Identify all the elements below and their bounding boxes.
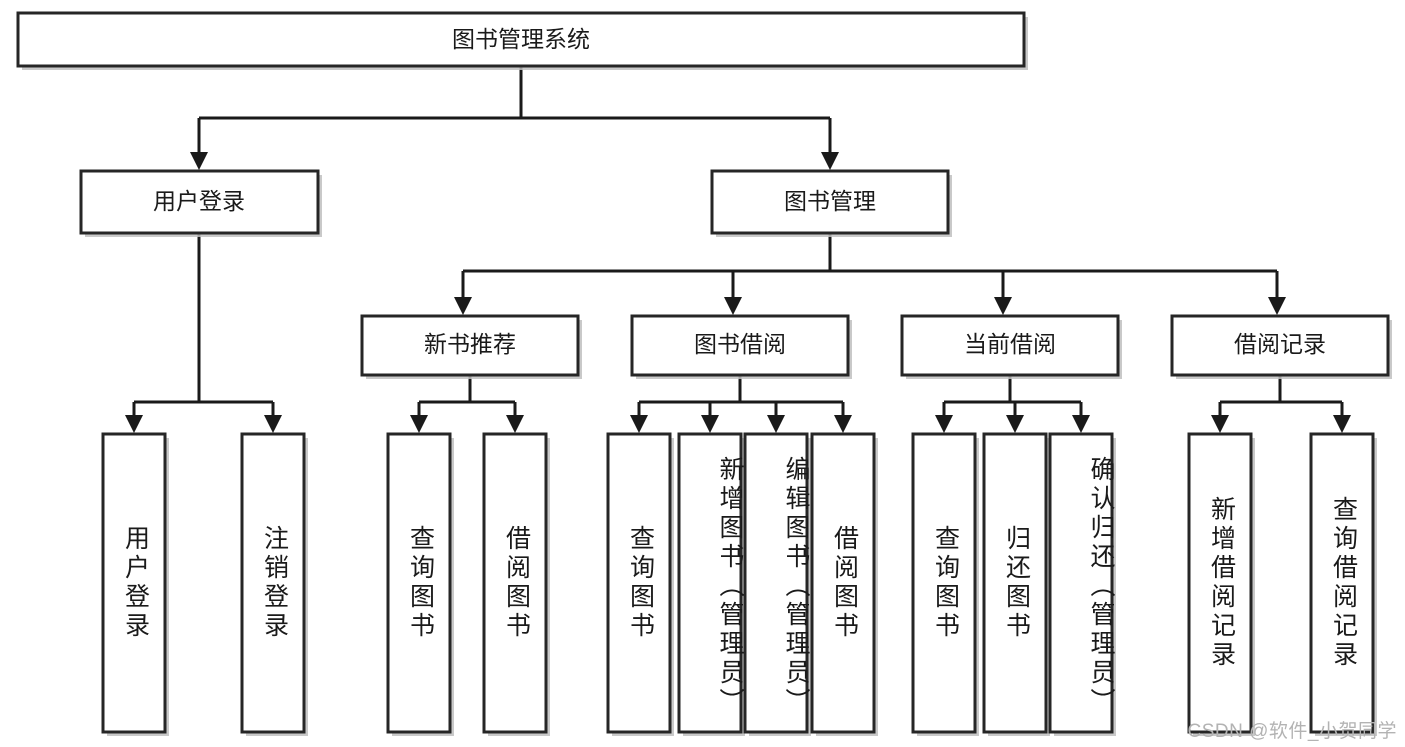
arrowhead-leaf-logout-login — [264, 415, 282, 433]
csdn-watermark: CSDN @软件_小贺同学 — [1187, 721, 1397, 742]
arrowhead-leaf-edit-book-admin — [767, 415, 785, 433]
node-borrow-record-box[interactable] — [1170, 314, 1390, 377]
leaf-box-group — [101, 432, 1377, 736]
node-current-borrow-box[interactable] — [900, 314, 1120, 377]
node-book-manage-box[interactable] — [710, 169, 950, 235]
leaf-query-book-2-box[interactable] — [606, 432, 672, 734]
leaf-query-book-1-box[interactable] — [386, 432, 452, 734]
node-borrow-record[interactable]: 借阅记录 — [1170, 314, 1392, 379]
node-new-book-recommend[interactable]: 新书推荐 — [360, 314, 582, 379]
leaf-borrow-book-1-box[interactable] — [482, 432, 548, 734]
connector-group-new-book-recommend — [410, 375, 524, 433]
arrowhead-leaf-user-login — [125, 415, 143, 433]
leaf-query-borrow-record-box[interactable] — [1309, 432, 1375, 734]
arrowhead-leaf-query-book-2 — [630, 415, 648, 433]
node-root-label: 图书管理系统 — [452, 26, 590, 52]
connector-group-user-login — [125, 233, 282, 433]
node-book-borrow-box[interactable] — [630, 314, 850, 377]
connector-group-book-borrow — [630, 375, 852, 433]
node-user-login-label: 用户登录 — [153, 188, 245, 214]
connector-group-borrow-record — [1211, 375, 1351, 433]
node-borrow-record-label: 借阅记录 — [1234, 331, 1326, 357]
arrowhead-leaf-add-borrow-record — [1211, 415, 1229, 433]
arrowhead-book-manage — [821, 152, 839, 170]
leaf-logout-login-box[interactable] — [240, 432, 306, 734]
leaf-return-book-box[interactable] — [982, 432, 1048, 734]
arrowhead-book-borrow — [724, 297, 742, 315]
node-new-book-recommend-label: 新书推荐 — [424, 331, 516, 357]
node-book-borrow[interactable]: 图书借阅 — [630, 314, 852, 379]
leaf-add-book-admin-box[interactable] — [677, 432, 743, 734]
arrowhead-leaf-borrow-book-2 — [834, 415, 852, 433]
leaf-confirm-return-admin-box[interactable] — [1048, 432, 1114, 734]
node-book-manage-label: 图书管理 — [784, 188, 876, 214]
node-book-manage[interactable]: 图书管理 — [710, 169, 952, 237]
node-new-book-recommend-box[interactable] — [360, 314, 580, 377]
node-root[interactable]: 图书管理系统 — [16, 11, 1028, 70]
leaf-query-book-3-box[interactable] — [911, 432, 977, 734]
leaf-add-borrow-record-box[interactable] — [1187, 432, 1253, 734]
arrowhead-leaf-add-book-admin — [701, 415, 719, 433]
connector-group-current-borrow — [935, 375, 1090, 433]
arrowhead-leaf-confirm-return-admin — [1072, 415, 1090, 433]
arrowhead-current-borrow — [994, 297, 1012, 315]
node-root-box[interactable] — [16, 11, 1026, 68]
leaf-borrow-book-2-box[interactable] — [810, 432, 876, 734]
leaf-edit-book-admin-box[interactable] — [743, 432, 809, 734]
arrowhead-new-book-recommend — [454, 297, 472, 315]
arrowhead-leaf-query-book-3 — [935, 415, 953, 433]
connector-group-book-manage — [454, 233, 1286, 315]
arrowhead-leaf-borrow-book-1 — [506, 415, 524, 433]
arrowhead-leaf-query-borrow-record — [1333, 415, 1351, 433]
arrowhead-borrow-record — [1268, 297, 1286, 315]
node-user-login[interactable]: 用户登录 — [79, 169, 322, 237]
node-current-borrow-label: 当前借阅 — [964, 331, 1056, 357]
leaf-user-login-box[interactable] — [101, 432, 167, 734]
node-book-borrow-label: 图书借阅 — [694, 331, 786, 357]
arrowhead-leaf-return-book — [1006, 415, 1024, 433]
node-current-borrow[interactable]: 当前借阅 — [900, 314, 1122, 379]
arrowhead-leaf-query-book-1 — [410, 415, 428, 433]
arrowhead-user-login — [190, 152, 208, 170]
connector-group-root — [190, 66, 839, 170]
node-user-login-box[interactable] — [79, 169, 320, 235]
